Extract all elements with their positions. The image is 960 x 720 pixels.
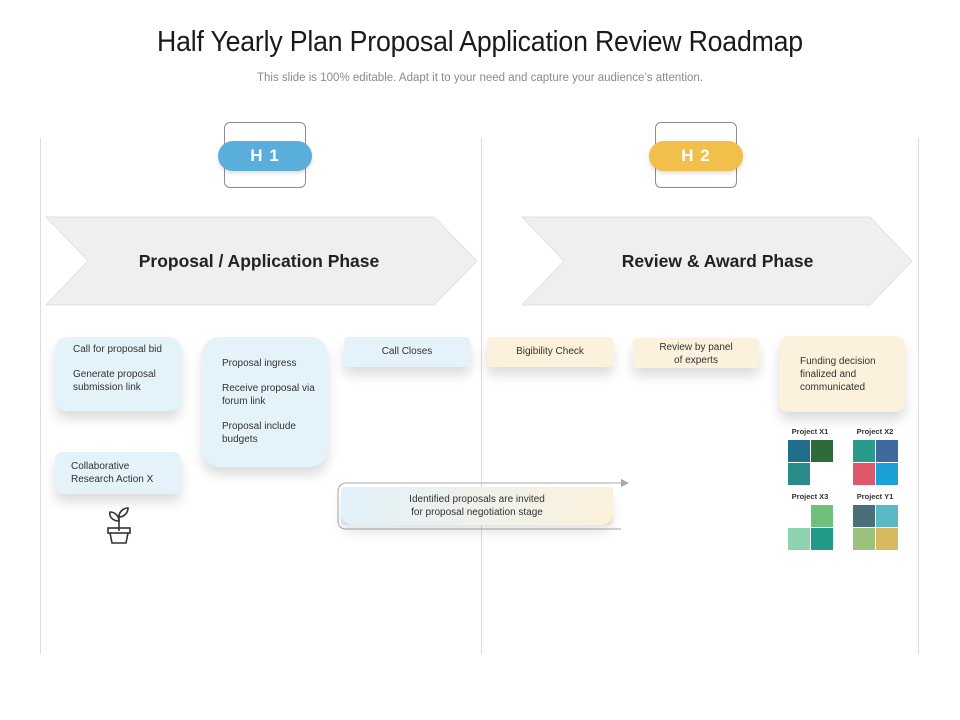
phase-label: Proposal / Application Phase	[138, 251, 380, 271]
divider-right	[918, 138, 919, 654]
project-label-x2: Project X2	[856, 427, 894, 436]
phase-review-award: Review & Award Phase	[520, 215, 915, 307]
card-text: Review by panel of experts	[659, 342, 733, 366]
card-text: Proposal include budgets	[222, 421, 296, 445]
phase-proposal-application: Proposal / Application Phase	[44, 215, 480, 307]
card-collaborative-research: Collaborative Research Action X	[55, 452, 181, 494]
card-text: Generate proposal submission link	[73, 369, 156, 393]
card-text: Identified proposals are invited for pro…	[409, 494, 545, 518]
divider-left	[40, 138, 41, 654]
phase-chevron-shape	[520, 216, 913, 306]
page-title: Half Yearly Plan Proposal Application Re…	[157, 26, 803, 58]
plant-pot-icon	[107, 507, 131, 544]
h2-badge: H 2	[649, 141, 743, 171]
phase-label: Review & Award Phase	[621, 251, 814, 271]
divider-center	[481, 138, 482, 654]
page-subtitle: This slide is 100% editable. Adapt it to…	[256, 72, 704, 84]
card-call-closes: Call Closes	[344, 337, 470, 367]
card-proposal-ingress: Proposal ingress Receive proposal via fo…	[202, 337, 328, 467]
card-text: Call Closes	[381, 346, 433, 357]
card-identified-proposals: Identified proposals are invited for pro…	[341, 487, 613, 525]
project-label-x3: Project X3	[791, 492, 829, 501]
card-text: Collaborative Research Action X	[71, 461, 154, 485]
puzzle-icon-x1	[788, 440, 834, 486]
puzzle-icon-x3	[788, 505, 834, 551]
card-text: Receive proposal via forum link	[222, 383, 315, 407]
card-call-for-proposal: Call for proposal bid Generate proposal …	[55, 337, 181, 411]
card-text: Bigibility Check	[516, 346, 584, 357]
h1-badge: H 1	[218, 141, 312, 171]
card-text: Proposal ingress	[222, 358, 297, 369]
project-label-y1: Project Y1	[856, 492, 894, 501]
puzzle-icon-y1	[853, 505, 899, 551]
card-eligibility-check: Bigibility Check	[487, 337, 613, 367]
card-funding-decision: Funding decision finalized and communica…	[779, 336, 905, 412]
card-text: Call for proposal bid	[73, 344, 162, 355]
card-review-panel: Review by panel of experts	[633, 338, 759, 368]
phase-chevron-shape	[44, 216, 478, 306]
negotiation-arrow	[337, 479, 629, 530]
puzzle-icon-x2	[853, 440, 899, 486]
card-text: Funding decision finalized and communica…	[800, 356, 876, 393]
project-label-x1: Project X1	[791, 427, 829, 436]
